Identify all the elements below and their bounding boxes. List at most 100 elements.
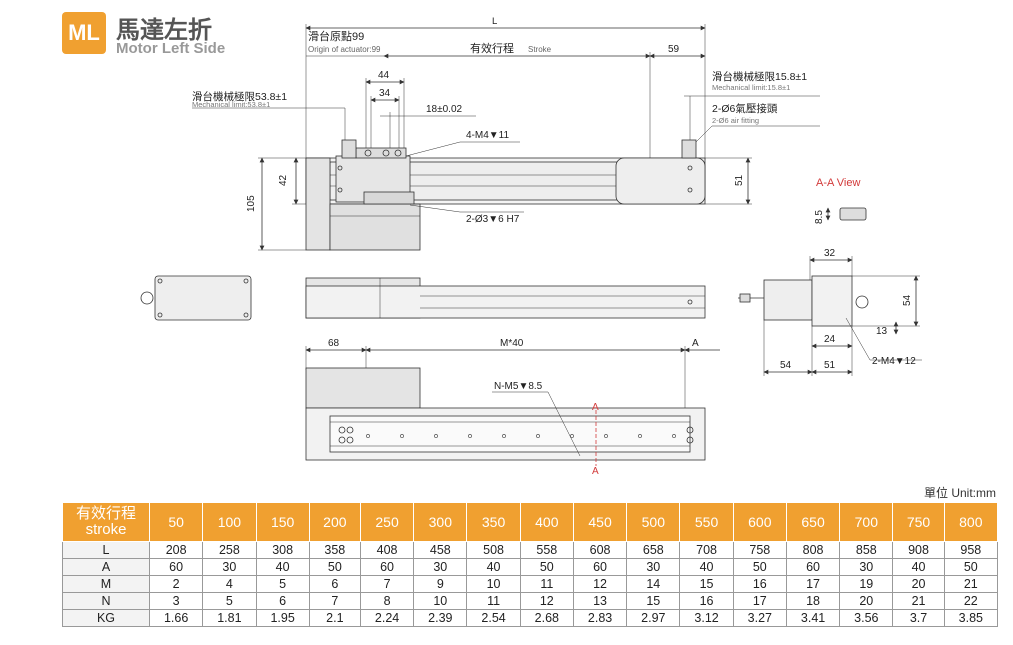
table-cell: 16 [679, 592, 734, 610]
stroke-col: 600 [732, 502, 787, 542]
table-cell: 50 [519, 558, 574, 576]
dim-32: 32 [824, 248, 836, 259]
table-cell: 13 [572, 592, 628, 610]
table-cell: 308 [255, 541, 310, 559]
stroke-col: 200 [308, 502, 361, 542]
dim-105: 105 [246, 195, 257, 212]
table-cell: 3.7 [892, 609, 945, 627]
row-label: M [62, 575, 150, 593]
table-cell: 40 [892, 558, 945, 576]
motor-end-view [140, 275, 252, 321]
dim-54-vertical: 54 [902, 294, 913, 306]
unit-label: 單位 Unit:mm [924, 486, 997, 500]
table-cell: 7 [359, 575, 415, 593]
stroke-col: 250 [359, 502, 415, 542]
table-cell: 908 [892, 541, 945, 559]
table-cell: 30 [202, 558, 257, 576]
mech-limit-left-cn: 滑台機械極限53.8±1 [192, 90, 287, 103]
dim-51-bottom: 51 [824, 360, 836, 371]
m4-label: 4-M4▼11 [466, 130, 510, 141]
table-cell: 21 [943, 575, 999, 593]
table-cell: 50 [943, 558, 999, 576]
table-cell: 12 [572, 575, 628, 593]
table-cell: 5 [255, 575, 310, 593]
table-cell: 60 [148, 558, 204, 576]
stroke-label-en: Stroke [528, 45, 552, 54]
stroke-header: 有效行程 stroke [62, 502, 150, 542]
top-view [192, 24, 820, 251]
mech-limit-left-en: Mechanical limit:53.8±1 [192, 100, 270, 109]
stroke-col: 650 [785, 502, 841, 542]
table-cell: 11 [519, 575, 574, 593]
table-cell: 7 [308, 592, 361, 610]
table-cell: 3.27 [732, 609, 787, 627]
table-cell: 3.12 [679, 609, 734, 627]
table-cell: 50 [308, 558, 361, 576]
stroke-col: 400 [519, 502, 574, 542]
dim-24: 24 [824, 334, 836, 345]
table-cell: 18 [785, 592, 841, 610]
table-cell: 60 [785, 558, 841, 576]
page-title-cn: 馬達左折 [116, 16, 212, 44]
table-cell: 14 [626, 575, 681, 593]
table-cell: 40 [255, 558, 310, 576]
stroke-col: 350 [466, 502, 521, 542]
table-cell: 2.54 [466, 609, 521, 627]
side-view [305, 277, 706, 319]
spec-table: 有效行程 stroke 50 100 150 200 250 300 350 4… [62, 502, 999, 627]
stroke-col: 450 [572, 502, 628, 542]
table-cell: 2.68 [519, 609, 574, 627]
table-cell: 20 [839, 592, 894, 610]
table-cell: 40 [679, 558, 734, 576]
table-cell: 208 [148, 541, 204, 559]
table-cell: 3.41 [785, 609, 841, 627]
table-cell: 2.39 [413, 609, 468, 627]
dim-34: 34 [379, 88, 391, 99]
stroke-header-row: 有效行程 stroke 50 100 150 200 250 300 350 4… [62, 502, 999, 542]
stroke-col: 700 [839, 502, 894, 542]
dim-68: 68 [328, 338, 340, 349]
table-cell: 358 [308, 541, 361, 559]
page-title-en: Motor Left Side [116, 40, 226, 57]
stroke-col: 500 [626, 502, 681, 542]
section-mark-top: A [592, 402, 599, 413]
table-cell: 40 [466, 558, 521, 576]
table-cell: 1.81 [202, 609, 257, 627]
dim-18: 18±0.02 [426, 104, 463, 115]
stroke-col: 100 [202, 502, 257, 542]
table-cell: 15 [679, 575, 734, 593]
row-label: KG [62, 609, 150, 627]
table-cell: 8 [359, 592, 415, 610]
dim-59: 59 [668, 44, 680, 55]
table-cell: 30 [839, 558, 894, 576]
table-cell: 6 [308, 575, 361, 593]
dim-54-horizontal: 54 [780, 360, 792, 371]
table-cell: 10 [413, 592, 468, 610]
table-cell: 17 [785, 575, 841, 593]
table-cell: 21 [892, 592, 945, 610]
dim-L: L [492, 16, 497, 27]
stroke-col: 800 [943, 502, 999, 542]
table-cell: 10 [466, 575, 521, 593]
table-cell: 22 [943, 592, 999, 610]
stroke-col: 50 [148, 502, 204, 542]
table-cell: 2.83 [572, 609, 628, 627]
table-cell: 3.56 [839, 609, 894, 627]
table-cell: 658 [626, 541, 681, 559]
bottom-view [305, 346, 720, 466]
table-cell: 30 [626, 558, 681, 576]
table-cell: 60 [359, 558, 415, 576]
table-cell: 60 [572, 558, 628, 576]
m4-12-label: 2-M4▼12 [872, 356, 916, 367]
stroke-label-cn: 有效行程 [470, 41, 514, 55]
table-cell: 258 [202, 541, 257, 559]
stroke-header-en: stroke [85, 521, 127, 538]
table-cell: 708 [679, 541, 734, 559]
technical-drawing: L 滑台原點99 Origin of actuator:99 有效行程 Stro… [140, 16, 922, 477]
dim-m40: M*40 [500, 338, 524, 349]
